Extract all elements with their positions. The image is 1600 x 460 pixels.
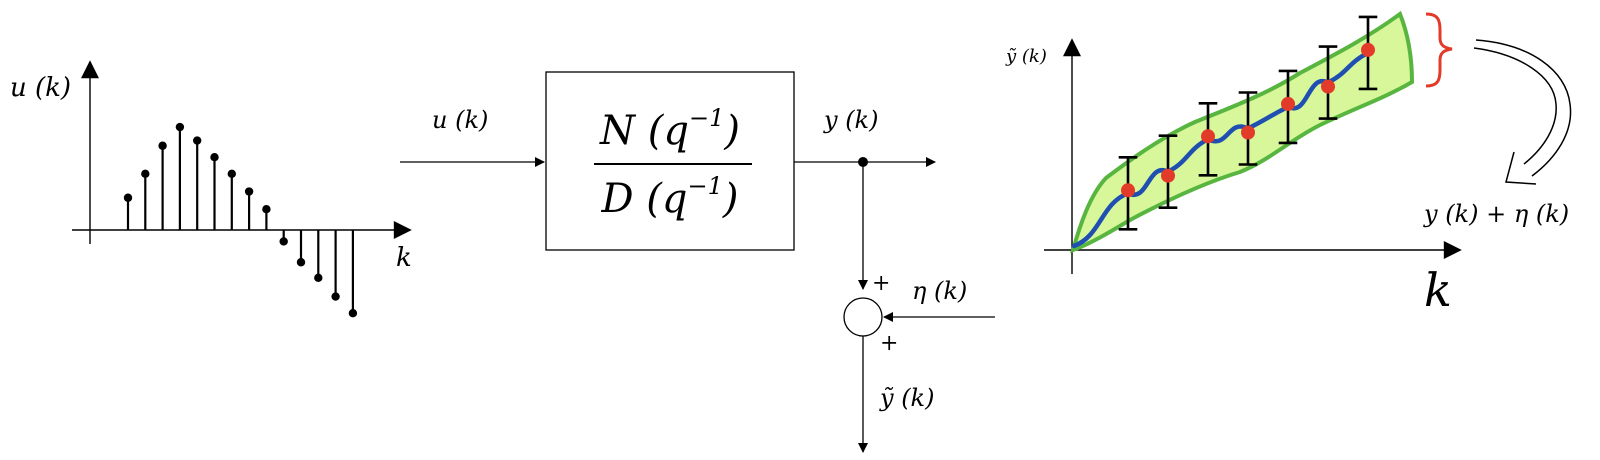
result-label: y (k) + η (k) [1423, 200, 1569, 228]
stem-marker [244, 187, 254, 196]
noisy-plot-x-label: k [1424, 263, 1452, 317]
stem-marker [279, 237, 288, 246]
measured-point [1321, 79, 1335, 94]
stem-marker [331, 292, 340, 301]
stem-marker [348, 309, 358, 318]
measured-point [1281, 96, 1295, 111]
stem-marker [123, 193, 133, 202]
noisy-measurement-plot: ỹ (k) k y (k) + η (k) [1005, 10, 1572, 317]
noise-label: η (k) [912, 277, 967, 305]
stem-plot-x-label: k [396, 243, 412, 273]
measured-point [1241, 125, 1255, 140]
stem-marker [141, 169, 150, 179]
stem-marker [262, 205, 271, 214]
stem-marker [193, 136, 202, 145]
stem-marker [210, 153, 219, 162]
summer-output-label: ỹ (k) [879, 384, 934, 412]
measured-point [1201, 129, 1215, 144]
stem-marker [227, 169, 236, 179]
stem-marker [314, 273, 323, 283]
measured-point [1121, 183, 1135, 198]
transfer-function-box [545, 71, 795, 251]
summer-circle [843, 297, 883, 337]
block-input-label: u (k) [432, 106, 488, 134]
transfer-denominator: D (q−1) [601, 172, 739, 222]
stem-plot-y-label: u (k) [10, 73, 71, 103]
result-arrow [1473, 39, 1572, 185]
summer-top-sign: + [872, 271, 890, 296]
input-stem-plot: u (k) k [10, 60, 412, 318]
stem-samples [123, 122, 358, 318]
block-output-label: y (k) [823, 106, 878, 134]
stem-marker [158, 141, 167, 150]
transfer-numerator: N (q−1) [599, 104, 740, 154]
transfer-function-block: u (k) N (q−1) D (q−1) y (k) [400, 71, 936, 251]
uncertainty-brace [1425, 12, 1453, 88]
noisy-plot-y-label: ỹ (k) [1005, 46, 1047, 67]
measured-point [1361, 42, 1375, 57]
stem-marker [296, 258, 306, 267]
measured-point [1161, 168, 1175, 183]
measured-points [1121, 42, 1375, 198]
summing-junction: + η (k) + ỹ (k) [843, 162, 995, 453]
summer-side-sign: + [880, 331, 898, 356]
stem-marker [175, 122, 185, 132]
